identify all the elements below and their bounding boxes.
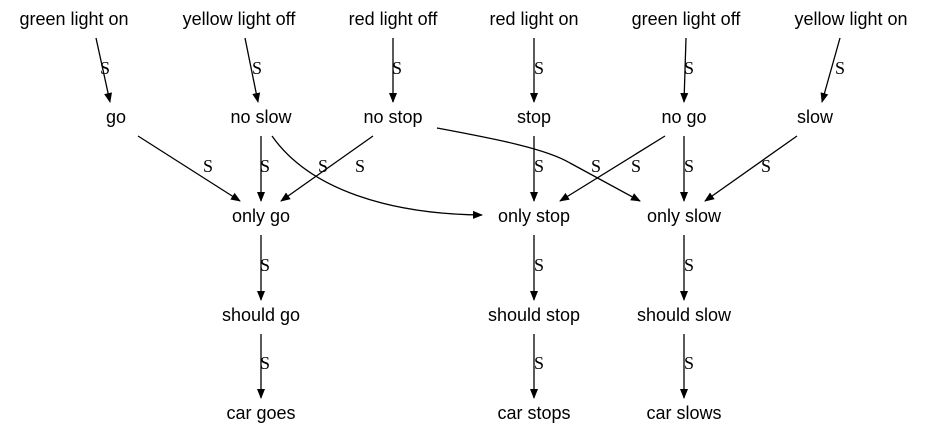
- edge-only-slow-to-should-slow: S: [680, 235, 694, 301]
- edge-no-slow-to-only-go: S: [257, 136, 270, 202]
- node-car-goes: car goes: [226, 403, 295, 423]
- edge-arrow: [137, 135, 241, 202]
- edge-label: S: [684, 353, 694, 373]
- edge-arrow: [680, 37, 689, 103]
- edge-label: S: [684, 58, 694, 78]
- node-red-light-off: red light off: [349, 9, 439, 29]
- edge-slow-to-only-slow: S: [704, 135, 798, 202]
- edge-red-light-on-to-stop: S: [530, 38, 544, 103]
- edge-no-stop-to-only-slow: S: [436, 127, 641, 202]
- edge-label: S: [534, 255, 544, 275]
- node-should-stop: should stop: [488, 305, 580, 325]
- node-green-light-on: green light on: [19, 9, 128, 29]
- edge-label: S: [835, 58, 845, 78]
- node-no-stop: no stop: [363, 107, 422, 127]
- edge-red-light-off-to-no-stop: S: [389, 38, 402, 103]
- edge-should-stop-to-car-stops: S: [530, 334, 544, 399]
- edge-no-stop-to-only-go: S: [280, 135, 374, 202]
- edge-label: S: [260, 156, 270, 176]
- edge-label: S: [761, 156, 771, 176]
- node-car-slows: car slows: [646, 403, 721, 423]
- node-only-go: only go: [232, 206, 290, 226]
- edge-label: S: [392, 58, 402, 78]
- node-only-slow: only slow: [647, 206, 722, 226]
- edge-green-light-on-to-go: S: [95, 37, 112, 103]
- edge-should-slow-to-car-slows: S: [680, 334, 694, 399]
- edge-arrow: [271, 135, 483, 219]
- edge-no-go-to-only-slow: S: [680, 136, 694, 202]
- edge-go-to-only-go: S: [137, 135, 241, 202]
- edge-arrow: [436, 127, 641, 202]
- node-green-light-off: green light off: [632, 9, 742, 29]
- edge-label: S: [260, 255, 270, 275]
- nodes: green light on yellow light off red light …: [19, 9, 907, 423]
- edge-only-go-to-should-go: S: [257, 235, 270, 301]
- edge-arrow: [704, 135, 798, 202]
- edge-arrow: [820, 37, 841, 103]
- node-should-go: should go: [222, 305, 300, 325]
- edge-label: S: [260, 353, 270, 373]
- node-stop: stop: [517, 107, 551, 127]
- edge-arrow: [280, 135, 374, 202]
- node-slow: slow: [797, 107, 834, 127]
- edge-green-light-off-to-no-go: S: [680, 37, 694, 103]
- edge-only-stop-to-should-stop: S: [530, 235, 544, 301]
- node-red-light-on: red light on: [489, 9, 578, 29]
- edge-label: S: [534, 156, 544, 176]
- edge-yellow-light-off-to-no-slow: S: [244, 37, 262, 103]
- edge-label: S: [203, 156, 213, 176]
- node-no-go: no go: [661, 107, 706, 127]
- node-car-stops: car stops: [497, 403, 570, 423]
- node-only-stop: only stop: [498, 206, 570, 226]
- edge-label: S: [684, 255, 694, 275]
- edge-label: S: [684, 156, 694, 176]
- node-go: go: [106, 107, 126, 127]
- node-should-slow: should slow: [637, 305, 732, 325]
- node-yellow-light-off: yellow light off: [183, 9, 297, 29]
- edge-label: S: [534, 353, 544, 373]
- edge-label: S: [252, 58, 262, 78]
- node-no-slow: no slow: [230, 107, 292, 127]
- edge-arrow: [244, 37, 261, 103]
- edge-should-go-to-car-goes: S: [257, 334, 270, 399]
- edge-arrow: [559, 135, 666, 202]
- edge-label: S: [355, 156, 365, 176]
- node-yellow-light-on: yellow light on: [794, 9, 907, 29]
- edge-label: S: [534, 58, 544, 78]
- edge-stop-to-only-stop: S: [530, 136, 544, 202]
- edge-no-go-to-only-stop: S: [559, 135, 666, 202]
- edge-arrow: [95, 37, 112, 103]
- edge-label: S: [631, 156, 641, 176]
- edge-label: S: [591, 156, 601, 176]
- edge-label: S: [100, 58, 110, 78]
- edge-label: S: [318, 156, 328, 176]
- edge-yellow-light-on-to-slow: S: [820, 37, 845, 103]
- edge-no-slow-to-only-stop: S: [271, 135, 483, 219]
- edges: S S S S S S S S S S S S S S S S S S S S S: [95, 37, 845, 399]
